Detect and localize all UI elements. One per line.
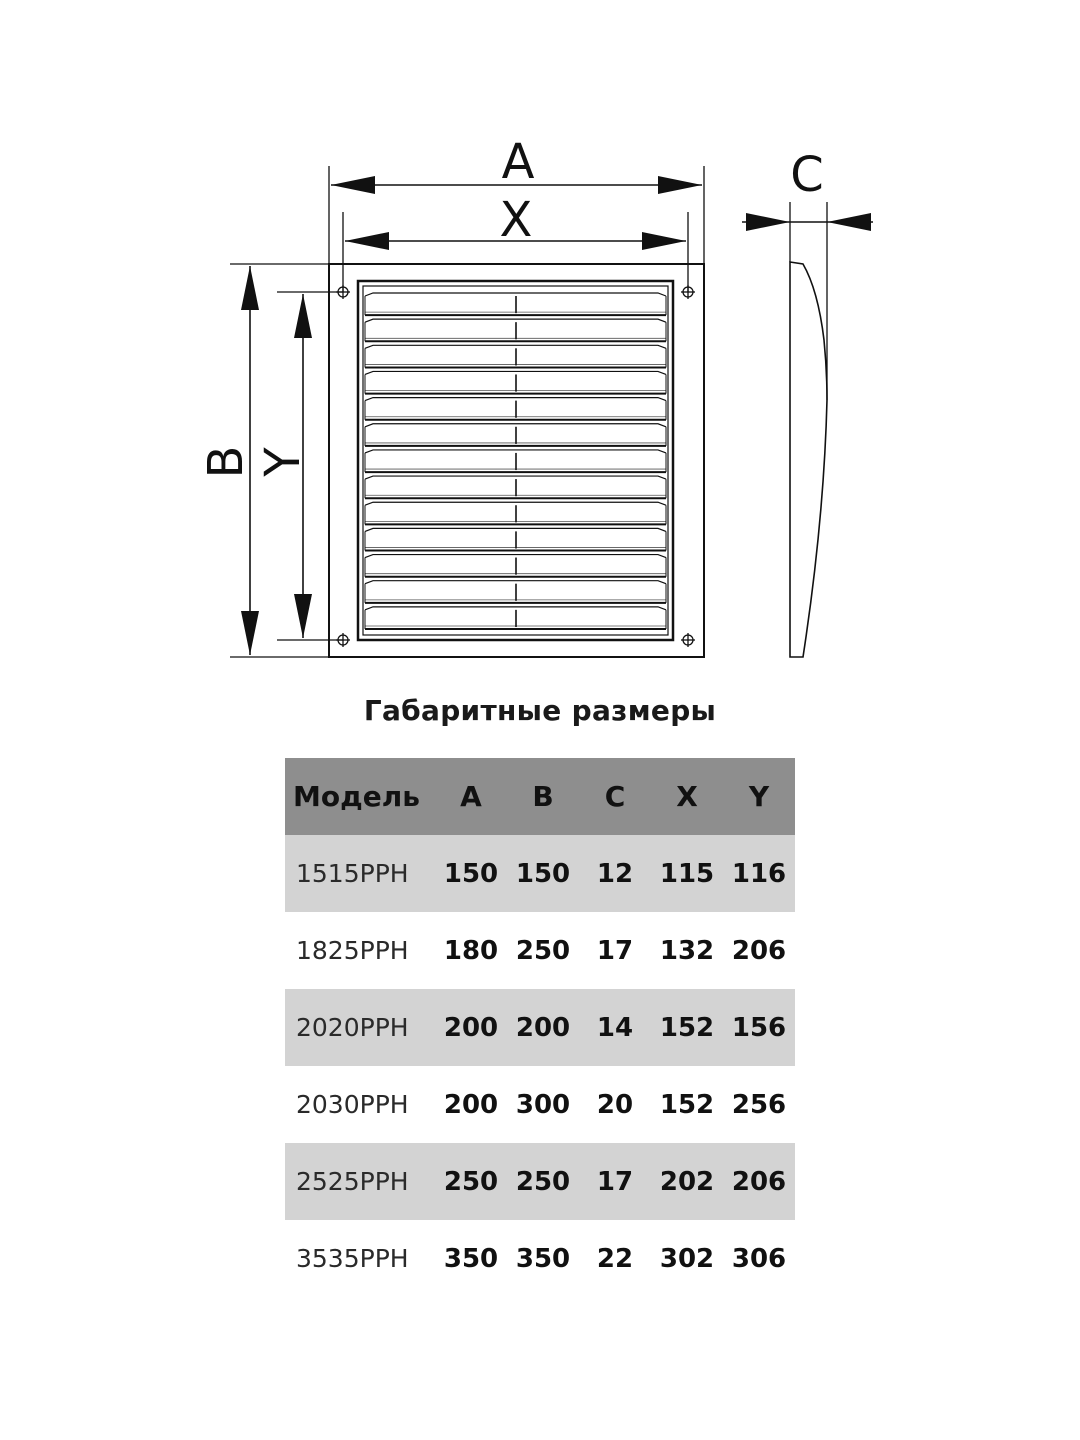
grille-inner-frame-outer xyxy=(356,279,675,642)
cell-x: 202 xyxy=(659,1166,715,1197)
cell-y: 116 xyxy=(731,858,787,889)
header-c: C xyxy=(604,780,626,813)
label-c: C xyxy=(790,147,824,203)
extension-lines xyxy=(230,166,828,658)
grille-slat xyxy=(364,397,667,421)
dimension-lines xyxy=(249,184,873,655)
cell-x: 132 xyxy=(659,935,715,966)
cell-x: 115 xyxy=(659,858,715,889)
arrow-x-right xyxy=(642,232,686,250)
cell-c: 17 xyxy=(596,935,634,966)
screw-hole-icon xyxy=(336,633,350,647)
arrow-y-top xyxy=(294,294,312,338)
cell-c: 20 xyxy=(596,1089,634,1120)
mounting-holes xyxy=(336,285,695,647)
side-profile-outline xyxy=(789,261,828,658)
arrow-b-top xyxy=(241,266,259,310)
cell-model: 2020PPH xyxy=(296,1013,409,1042)
header-model: Модель xyxy=(293,780,420,813)
cell-y: 206 xyxy=(731,935,787,966)
cell-model: 1515PPH xyxy=(296,859,409,888)
table-header-row: Модель A B C X Y xyxy=(285,758,795,835)
table-row: 1825PPH 180 250 17 132 206 xyxy=(285,912,795,989)
grille-slat xyxy=(364,553,667,578)
header-b: B xyxy=(532,780,554,813)
cell-y: 206 xyxy=(731,1166,787,1197)
arrow-b-bottom xyxy=(241,611,259,655)
grille-slat xyxy=(364,292,667,317)
arrow-c-left xyxy=(746,213,790,231)
cell-model: 2525PPH xyxy=(296,1167,409,1196)
table-row: 2020PPH 200 200 14 152 156 xyxy=(285,989,795,1066)
grille-slat xyxy=(364,580,667,604)
arrow-a-left xyxy=(331,176,375,194)
screw-hole-icon xyxy=(681,285,695,299)
grille-slat xyxy=(364,501,667,526)
grille-front-view xyxy=(328,263,705,658)
cell-x: 152 xyxy=(659,1089,715,1120)
grille-slat xyxy=(364,318,667,343)
cell-c: 12 xyxy=(596,858,634,889)
grille-side-view xyxy=(789,261,828,658)
arrow-c-right xyxy=(827,213,871,231)
cell-x: 152 xyxy=(659,1012,715,1043)
grille-slat xyxy=(364,370,667,395)
table-row: 2525PPH 250 250 17 202 206 xyxy=(285,1143,795,1220)
label-a: A xyxy=(502,134,535,190)
cell-b: 250 xyxy=(515,1166,571,1197)
arrow-x-left xyxy=(345,232,389,250)
header-a: A xyxy=(460,780,482,813)
table-row: 3535PPH 350 350 22 302 306 xyxy=(285,1220,795,1297)
arrow-y-bottom xyxy=(294,594,312,638)
cell-b: 200 xyxy=(515,1012,571,1043)
cell-c: 17 xyxy=(596,1166,634,1197)
grille-slat xyxy=(364,475,667,500)
grille-slat xyxy=(364,527,667,552)
grille-dimension-drawing: A X C B Y xyxy=(198,134,873,658)
cell-a: 200 xyxy=(443,1012,499,1043)
grille-slat xyxy=(364,344,667,369)
grille-outer-frame xyxy=(328,263,705,658)
cell-c: 14 xyxy=(596,1012,634,1043)
cell-model: 2030PPH xyxy=(296,1090,409,1119)
dimensions-table: Модель A B C X Y 1515PPH 150 150 12 115 … xyxy=(285,758,795,1297)
screw-hole-icon xyxy=(681,633,695,647)
grille-slat xyxy=(364,606,667,630)
cell-y: 256 xyxy=(731,1089,787,1120)
cell-c: 22 xyxy=(596,1243,634,1274)
label-b: B xyxy=(198,446,254,479)
grille-slats xyxy=(364,292,667,630)
cell-a: 180 xyxy=(443,935,499,966)
cell-model: 1825PPH xyxy=(296,936,409,965)
cell-y: 156 xyxy=(731,1012,787,1043)
header-x: X xyxy=(676,780,698,813)
grille-inner-frame-inner xyxy=(362,285,669,636)
arrow-a-right xyxy=(658,176,702,194)
cell-a: 250 xyxy=(443,1166,499,1197)
cell-x: 302 xyxy=(659,1243,715,1274)
table-row: 2030PPH 200 300 20 152 256 xyxy=(285,1066,795,1143)
cell-a: 150 xyxy=(443,858,499,889)
cell-model: 3535PPH xyxy=(296,1244,409,1273)
cell-b: 250 xyxy=(515,935,571,966)
grille-slat xyxy=(364,423,667,447)
cell-b: 300 xyxy=(515,1089,571,1120)
grille-slat xyxy=(364,449,667,474)
arrowheads xyxy=(241,176,871,655)
screw-hole-icon xyxy=(336,285,350,299)
label-y: Y xyxy=(255,447,311,478)
table-row: 1515PPH 150 150 12 115 116 xyxy=(285,835,795,912)
cell-y: 306 xyxy=(731,1243,787,1274)
header-y: Y xyxy=(748,780,770,813)
dimensions-caption: Габаритные размеры xyxy=(363,694,717,727)
cell-a: 200 xyxy=(443,1089,499,1120)
cell-b: 150 xyxy=(515,858,571,889)
cell-b: 350 xyxy=(515,1243,571,1274)
cell-a: 350 xyxy=(443,1243,499,1274)
label-x: X xyxy=(500,192,533,248)
